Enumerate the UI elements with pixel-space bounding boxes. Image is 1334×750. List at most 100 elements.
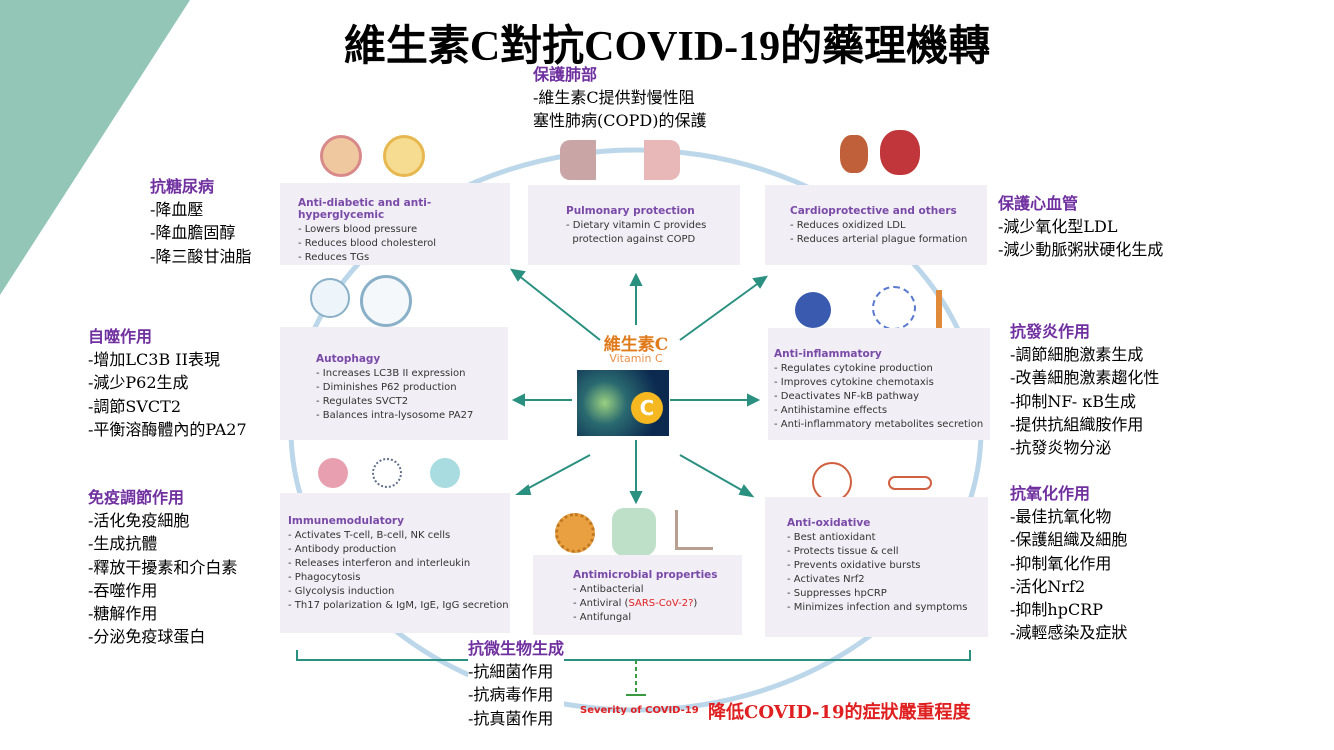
box-item: - Phagocytosis — [288, 572, 361, 583]
bacteria-dish-icon — [310, 278, 350, 318]
note-item: -減少氧化型LDL — [998, 217, 1118, 236]
note-item: -減少動脈粥狀硬化生成 — [998, 240, 1164, 260]
note-heading: 抗糖尿病 — [150, 177, 215, 196]
box-item: - Regulates cytokine production — [774, 363, 933, 374]
severity-label-en: Severity of COVID-19 — [580, 705, 699, 716]
box-title: Immunemodulatory — [288, 515, 404, 527]
note-item: -糖解作用 — [88, 604, 158, 624]
box-item: - Antifungal — [573, 612, 632, 623]
note-item: -抑制hpCRP — [1010, 600, 1104, 620]
corner-triangle-decoration — [0, 0, 190, 295]
note-item: -抗發炎物分泌 — [1010, 438, 1112, 458]
box-pulmonary: Pulmonary protection - Dietary vitamin C… — [528, 185, 740, 265]
box-item: - Minimizes infection and symptoms — [787, 602, 968, 613]
box-item: - Reduces oxidized LDL — [790, 220, 906, 231]
note-item: -保護組織及細胞 — [1010, 530, 1128, 550]
box-item: - Best antioxidant — [787, 532, 876, 543]
dendritic-cell-icon — [372, 458, 402, 488]
box-anti-diabetic: Anti-diabetic and anti-hyperglycemic - L… — [280, 183, 510, 265]
note-item: -調節細胞激素生成 — [1010, 345, 1144, 364]
note-item: -抗病毒作用 — [468, 685, 554, 705]
note-autophagy: 自噬作用 -增加LC3B II表現 -減少P62生成 -調節SVCT2 -平衡溶… — [88, 326, 247, 441]
note-item: -吞噬作用 — [88, 580, 158, 600]
box-item: - Deactivates NF-kB pathway — [774, 391, 920, 402]
note-item: -釋放干擾素和介白素 — [88, 557, 238, 577]
note-item: -抑制氧化作用 — [1010, 553, 1112, 573]
box-item: - Releases interferon and interleukin — [288, 558, 471, 569]
box-item: - Reduces arterial plague formation — [790, 234, 968, 245]
histamine-icon — [936, 290, 942, 330]
note-inflammatory: 抗發炎作用 -調節細胞激素生成 -改善細胞激素趨化性 -抑制NF- κB生成 -… — [1010, 321, 1159, 459]
box-title: Pulmonary protection — [566, 205, 695, 217]
text: ) — [693, 598, 698, 609]
note-heading: 保護心血管 — [998, 194, 1079, 213]
box-anti-inflammatory: Anti-inflammatory - Regulates cytokine p… — [768, 328, 990, 440]
note-oxidative: 抗氧化作用 -最佳抗氧化物 -保護組織及細胞 -抑制氧化作用 -活化Nrf2 -… — [1010, 483, 1127, 645]
box-title: Autophagy — [316, 353, 381, 365]
box-item: - Antibody production — [288, 544, 397, 555]
text: - Antiviral ( — [573, 598, 629, 609]
bacteria-icon — [612, 508, 656, 556]
note-lung: 保護肺部 -維生素C提供對慢性阻 塞性肺病(COPD)的保護 — [533, 64, 706, 133]
note-item: -降血壓 — [150, 200, 204, 219]
note-item: -改善細胞激素趨化性 — [1010, 368, 1160, 388]
arrows — [510, 268, 768, 505]
box-immunemodulatory: Immunemodulatory - Activates T-cell, B-c… — [280, 493, 510, 633]
center-title-en: Vitamin C — [609, 352, 663, 365]
box-title: Anti-inflammatory — [774, 348, 882, 360]
center-title-zh: 維生素C — [603, 335, 669, 355]
box-item: protection against COPD — [566, 234, 696, 245]
bracket — [296, 650, 971, 696]
box-item: - Increases LC3B II expression — [316, 368, 466, 379]
note-heading: 抗發炎作用 — [1010, 322, 1091, 341]
vitamin-c-virus-image: C — [577, 370, 669, 436]
note-diabetic: 抗糖尿病 -降血壓 -降血膽固醇 -降三酸甘油脂 — [150, 176, 251, 268]
box-antimicrobial: Antimicrobial properties - Antibacterial… — [533, 555, 742, 635]
note-item: -減少P62生成 — [88, 373, 189, 393]
page-title: 維生素C對抗COVID-19的藥理機轉 — [343, 24, 991, 70]
note-item: -生成抗體 — [88, 534, 158, 554]
oxygen-molecule-icon — [888, 476, 932, 490]
note-microbial: 抗微生物生成 -抗細菌作用 -抗病毒作用 -抗真菌作用 — [468, 638, 565, 730]
box-item: - Activates T-cell, B-cell, NK cells — [288, 530, 451, 541]
note-item: -降血膽固醇 — [150, 223, 236, 243]
heart-icon — [880, 130, 920, 175]
box-item: - Regulates SVCT2 — [316, 396, 409, 407]
box-item: - Suppresses hpCRP — [787, 588, 887, 599]
box-autophagy: Autophagy - Increases LC3B II expression… — [280, 327, 508, 440]
box-item-antiviral: - Antiviral (SARS-CoV-2?) — [573, 597, 724, 611]
box-item: - Anti-inflammatory metabolites secretio… — [774, 419, 984, 430]
note-item: -最佳抗氧化物 — [1010, 507, 1112, 526]
note-heading: 免疫調節作用 — [88, 488, 185, 507]
box-anti-oxidative: Anti-oxidative - Best antioxidant - Prot… — [765, 497, 988, 637]
box-item: - Diminishes P62 production — [316, 382, 457, 393]
note-item: -增加LC3B II表現 — [88, 350, 220, 369]
note-item: -活化Nrf2 — [1010, 576, 1086, 596]
note-item: -抗細菌作用 — [468, 662, 554, 681]
note-heading: 自噬作用 — [88, 327, 153, 346]
box-item: - Glycolysis induction — [288, 586, 395, 597]
note-item: -維生素C提供對慢性阻 — [533, 88, 695, 107]
note-item: -提供抗組織胺作用 — [1010, 414, 1144, 434]
note-item: -活化免疫細胞 — [88, 511, 190, 530]
fat-cell-icon — [383, 135, 425, 177]
box-title: Antimicrobial properties — [573, 569, 718, 581]
box-title: Anti-oxidative — [787, 517, 871, 529]
box-item: - Prevents oxidative bursts — [787, 560, 921, 571]
box-item: - Reduces TGs — [298, 252, 370, 263]
note-item: 塞性肺病(COPD)的保護 — [533, 111, 707, 131]
box-item: - Improves cytokine chemotaxis — [774, 377, 934, 388]
immune-cell-icon — [318, 458, 348, 488]
box-title: Cardioprotective and others — [790, 205, 957, 217]
cell-autophagy-icon — [360, 275, 412, 327]
virus-icon — [555, 513, 595, 553]
macrophage-icon — [430, 458, 460, 488]
box-item: - Activates Nrf2 — [787, 574, 865, 585]
box-item: - Dietary vitamin C provides — [566, 220, 707, 231]
box-cardioprotective: Cardioprotective and others - Reduces ox… — [765, 185, 987, 265]
vitamin-c-badge-icon: C — [631, 392, 663, 424]
severity-label-zh: 降低COVID-19的症狀嚴重程度 — [708, 702, 971, 723]
oxidant-molecule-icon — [812, 462, 852, 502]
note-heading: 抗微生物生成 — [468, 639, 565, 658]
note-item: -抗真菌作用 — [468, 708, 554, 728]
